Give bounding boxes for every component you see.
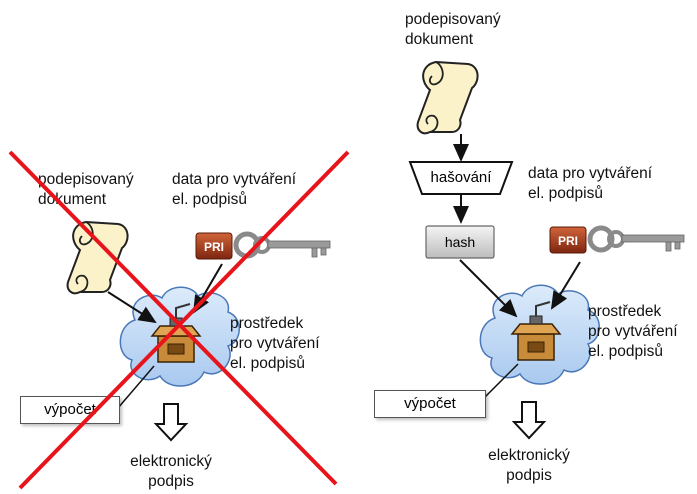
right-key-badge-text: PRI xyxy=(558,234,578,248)
right-document-label-line-2: dokument xyxy=(405,31,474,48)
right-hash-label: hash xyxy=(444,234,476,250)
left-data-label: data pro vytváření el. podpisů xyxy=(172,170,296,210)
right-device-label-line-3: el. podpisů xyxy=(588,343,663,360)
right-device-label: prostředek pro vytváření el. podpisů xyxy=(588,302,678,362)
right-data-label: data pro vytváření el. podpisů xyxy=(528,164,652,204)
right-document-label-line-1: podepisovaný xyxy=(405,11,501,28)
left-compute-pointer xyxy=(117,365,155,409)
right-compute-box: výpočet xyxy=(374,390,486,418)
right-device-label-line-1: prostředek xyxy=(588,303,662,320)
right-private-key-icon: PRI xyxy=(549,225,685,254)
left-data-label-line-1: data pro vytváření xyxy=(172,171,297,188)
right-output-label: elektronický podpis xyxy=(472,446,586,486)
right-document-scroll-icon xyxy=(416,60,479,135)
left-compute-label: výpočet xyxy=(44,401,96,418)
right-hashing-label: hašování xyxy=(430,169,492,186)
right-data-label-line-1: data pro vytváření xyxy=(528,165,653,182)
cross-line-2 xyxy=(18,150,350,490)
left-output-label-line-1: elektronický xyxy=(130,453,212,470)
left-output-label: elektronický podpis xyxy=(114,452,228,492)
right-arrow-key-to-device xyxy=(550,261,581,310)
right-output-arrow xyxy=(511,401,547,440)
right-output-label-line-1: elektronický xyxy=(488,447,570,464)
right-data-label-line-2: el. podpisů xyxy=(528,185,603,202)
right-arrow-hash-to-device xyxy=(459,259,518,318)
cross-line-1 xyxy=(8,150,338,486)
right-compute-label: výpočet xyxy=(404,395,456,412)
left-output-label-line-2: podpis xyxy=(148,473,194,490)
left-device-label-line-2: pro vytváření xyxy=(230,335,320,352)
left-device-label-line-1: prostředek xyxy=(230,315,304,332)
right-device-label-line-2: pro vytváření xyxy=(588,323,678,340)
right-compute-pointer xyxy=(483,363,519,399)
left-key-badge-text: PRI xyxy=(204,240,224,254)
left-document-scroll-icon xyxy=(66,220,129,295)
right-output-label-line-2: podpis xyxy=(506,467,552,484)
left-output-arrow xyxy=(153,403,189,442)
left-arrow-document-to-device xyxy=(107,291,157,324)
left-data-label-line-2: el. podpisů xyxy=(172,191,247,208)
right-hashing-block xyxy=(408,161,514,195)
left-device-label-line-3: el. podpisů xyxy=(230,355,305,372)
right-hash-box xyxy=(425,225,495,259)
right-document-label: podepisovaný dokument xyxy=(405,10,501,50)
left-document-label-line-1: podepisovaný xyxy=(38,171,134,188)
left-device-label: prostředek pro vytváření el. podpisů xyxy=(230,314,320,374)
